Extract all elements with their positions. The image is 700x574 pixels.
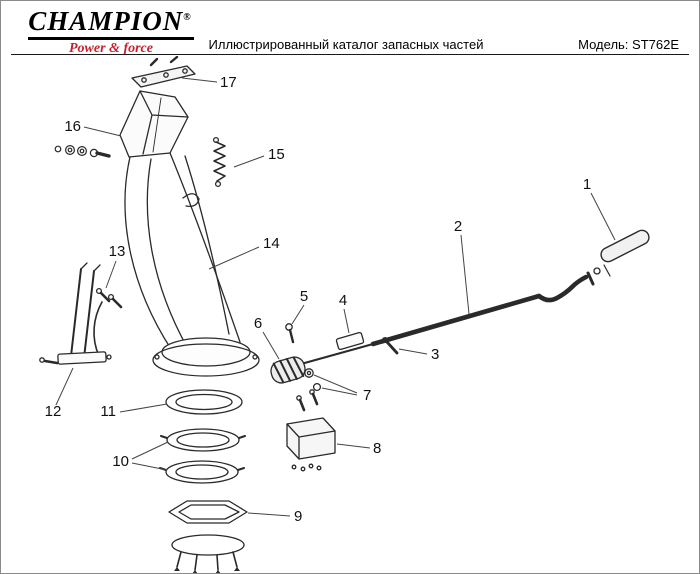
callout-numbers: 1 2 3 4 5 6 7 8 9 10 11 12 13 14 15 16 1… [45, 74, 592, 525]
part-4-coupler [335, 331, 365, 351]
part-8-bracket [286, 389, 336, 472]
brand-wordmark: CHAMPION® [28, 8, 194, 40]
callout-7: 7 [363, 387, 371, 404]
callout-10: 10 [112, 453, 129, 470]
part-1-handle-grip [586, 229, 650, 286]
part-10-rings [159, 428, 246, 484]
part-15-spring [212, 136, 226, 188]
callout-5: 5 [300, 288, 308, 305]
part-9-ring [168, 500, 248, 524]
callout-13: 13 [109, 243, 126, 260]
callout-3: 3 [431, 346, 439, 363]
part-7-washers [304, 368, 322, 392]
callout-15: 15 [268, 146, 285, 163]
part-6-worm-gear [270, 356, 306, 384]
part-5-bolt [285, 323, 295, 344]
model-label: Модель: ST762E [578, 37, 679, 52]
callout-17: 17 [220, 74, 237, 91]
base-spikes [171, 534, 245, 573]
brand-tagline: Power & force [69, 41, 153, 56]
part-16-hardware [54, 144, 111, 158]
brand-text: CHAMPION [28, 6, 184, 36]
part-12-rod-assembly [39, 262, 112, 365]
callout-8: 8 [373, 440, 381, 457]
header-divider [11, 54, 689, 55]
part-2-crank-rod [300, 274, 589, 365]
callout-12: 12 [45, 403, 62, 420]
part-11-ring [165, 389, 243, 415]
callout-6: 6 [254, 315, 262, 332]
part-14-chute-column [119, 90, 260, 377]
callout-1: 1 [583, 176, 591, 193]
leader-lines [55, 77, 616, 517]
page-title: Иллюстрированный каталог запасных частей [208, 37, 484, 52]
part-13-screws [95, 287, 123, 309]
callout-16: 16 [64, 118, 81, 135]
callout-9: 9 [294, 508, 302, 525]
champion-logo: CHAMPION® Power & force [17, 8, 205, 57]
part-17-bracket [131, 56, 196, 88]
callout-11: 11 [100, 403, 116, 420]
registered-mark: ® [183, 12, 191, 23]
part-3-pin [381, 336, 399, 355]
callout-4: 4 [339, 292, 347, 309]
callout-14: 14 [263, 235, 280, 252]
callout-2: 2 [454, 218, 462, 235]
parts-diagram: 1 2 3 4 5 6 7 8 9 10 11 12 13 14 15 16 1… [39, 56, 650, 573]
